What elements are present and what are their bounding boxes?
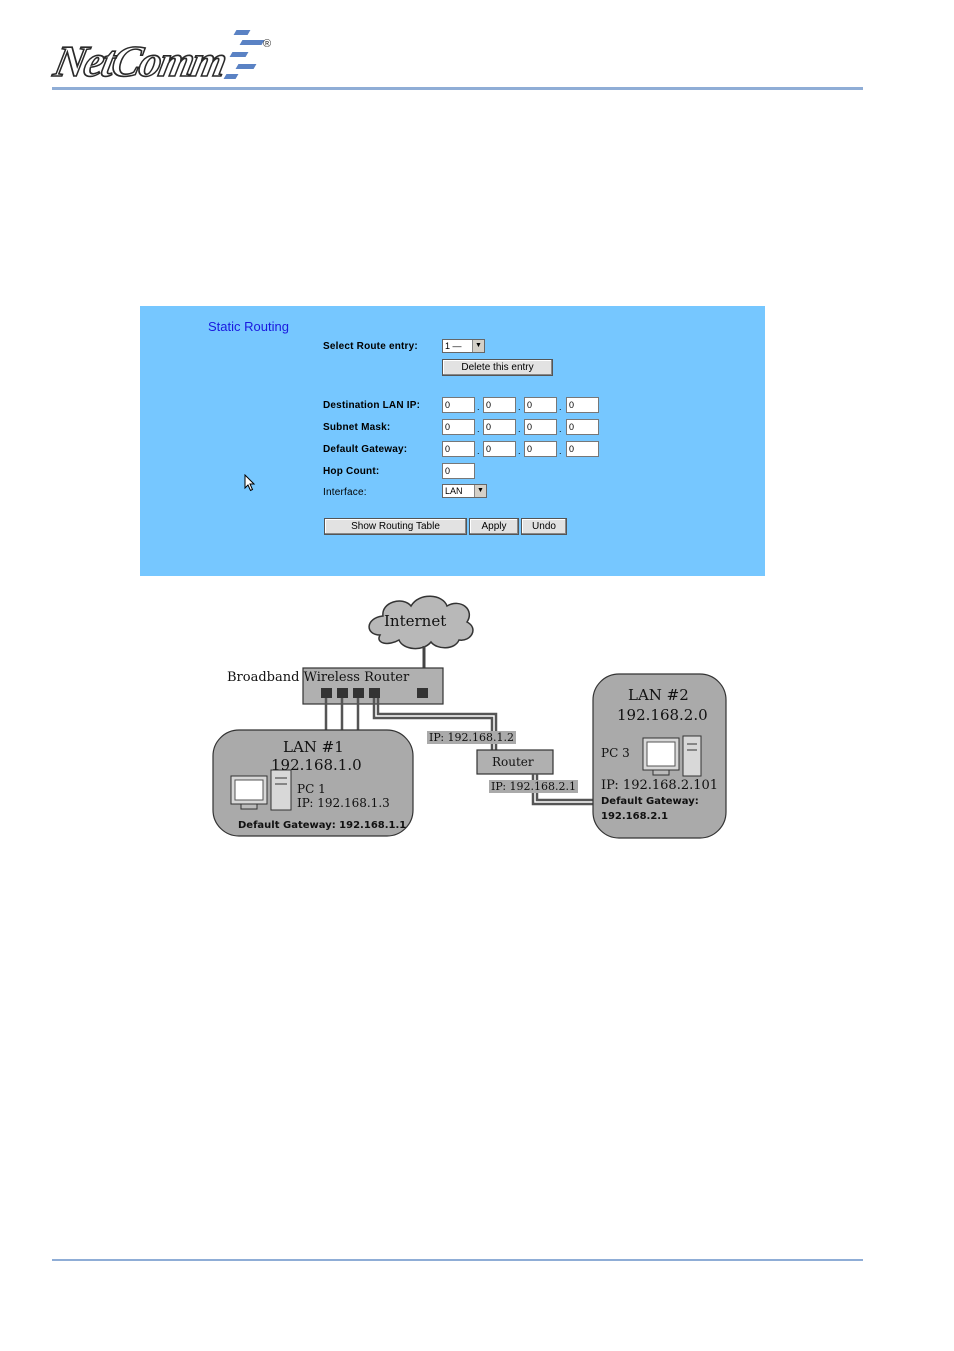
chevron-down-icon: ▼ bbox=[474, 485, 486, 497]
netcomm-logo: NetComm ® bbox=[49, 28, 285, 88]
lan1-default-gateway: Default Gateway: 192.168.1.1 bbox=[238, 820, 407, 831]
interface-value: LAN bbox=[445, 486, 463, 496]
logo-dash bbox=[233, 30, 251, 35]
octet-separator: . bbox=[518, 446, 521, 456]
pc1-icon bbox=[230, 769, 292, 811]
gateway-octet-2[interactable]: 0 bbox=[483, 441, 516, 457]
internet-label: Internet bbox=[384, 612, 447, 630]
footer-rule bbox=[52, 1259, 863, 1261]
destination-ip-octet-1[interactable]: 0 bbox=[442, 397, 475, 413]
broadband-router-label: Broadband Wireless Router bbox=[227, 670, 410, 685]
chevron-down-icon: ▼ bbox=[472, 340, 484, 352]
gateway-octet-1[interactable]: 0 bbox=[442, 441, 475, 457]
pc3-ip: IP: 192.168.2.101 bbox=[601, 778, 719, 793]
octet-separator: . bbox=[559, 402, 562, 412]
default-gateway-label: Default Gateway: bbox=[323, 444, 408, 455]
show-routing-table-button[interactable]: Show Routing Table bbox=[324, 518, 467, 535]
interface-select[interactable]: LAN ▼ bbox=[442, 484, 487, 498]
hop-count-label: Hop Count: bbox=[323, 466, 380, 477]
header-rule bbox=[52, 87, 863, 90]
destination-ip-octet-3[interactable]: 0 bbox=[524, 397, 557, 413]
diagram-graphics bbox=[212, 595, 727, 839]
apply-button[interactable]: Apply bbox=[469, 518, 519, 535]
hop-count-input[interactable]: 0 bbox=[442, 463, 475, 479]
mouse-pointer-icon bbox=[244, 474, 256, 492]
lan2-title: LAN #2 bbox=[628, 686, 689, 704]
pc3-icon bbox=[642, 735, 702, 777]
route-entry-select[interactable]: 1 — ▼ bbox=[442, 339, 485, 353]
destination-lan-ip-label: Destination LAN IP: bbox=[323, 400, 421, 411]
subnet-mask-octet-2[interactable]: 0 bbox=[483, 419, 516, 435]
octet-separator: . bbox=[477, 446, 480, 456]
subnet-mask-label: Subnet Mask: bbox=[323, 422, 391, 433]
router-box bbox=[476, 749, 554, 775]
router-label: Router bbox=[492, 755, 534, 769]
registered-mark: ® bbox=[263, 38, 272, 50]
route-entry-value: 1 — bbox=[445, 341, 462, 351]
pc3-name: PC 3 bbox=[601, 746, 630, 760]
logo-dash bbox=[239, 40, 265, 45]
subnet-mask-octet-4[interactable]: 0 bbox=[566, 419, 599, 435]
panel-title: Static Routing bbox=[208, 319, 289, 334]
lan2-network: 192.168.2.0 bbox=[617, 706, 708, 724]
lan1-area bbox=[212, 729, 414, 837]
internet-cloud-icon bbox=[368, 595, 474, 650]
link2-ip-label: IP: 192.168.2.1 bbox=[489, 780, 579, 793]
delete-entry-button[interactable]: Delete this entry bbox=[442, 359, 553, 376]
octet-separator: . bbox=[518, 424, 521, 434]
interface-label: Interface: bbox=[323, 487, 367, 498]
static-routing-panel: Static Routing Select Route entry: 1 — ▼… bbox=[140, 306, 765, 576]
logo-dash bbox=[223, 74, 239, 79]
lan2-gateway-value: 192.168.2.1 bbox=[601, 811, 669, 822]
logo-wordmark: NetComm bbox=[49, 36, 230, 87]
undo-button[interactable]: Undo bbox=[521, 518, 567, 535]
logo-dash bbox=[229, 52, 249, 57]
network-diagram: Internet Broadband Wireless Router LAN #… bbox=[205, 590, 730, 845]
octet-separator: . bbox=[477, 424, 480, 434]
octet-separator: . bbox=[559, 424, 562, 434]
pc1-ip: IP: 192.168.1.3 bbox=[297, 796, 390, 810]
gateway-octet-4[interactable]: 0 bbox=[566, 441, 599, 457]
logo-dash bbox=[235, 64, 257, 69]
lan1-title: LAN #1 bbox=[283, 738, 344, 756]
pc1-name: PC 1 bbox=[297, 782, 326, 796]
gateway-octet-3[interactable]: 0 bbox=[524, 441, 557, 457]
subnet-mask-octet-1[interactable]: 0 bbox=[442, 419, 475, 435]
octet-separator: . bbox=[518, 402, 521, 412]
lan1-network: 192.168.1.0 bbox=[271, 756, 362, 774]
subnet-mask-octet-3[interactable]: 0 bbox=[524, 419, 557, 435]
octet-separator: . bbox=[477, 402, 480, 412]
link1-ip-label: IP: 192.168.1.2 bbox=[427, 731, 517, 744]
select-route-label: Select Route entry: bbox=[323, 341, 418, 352]
lan2-gateway-label: Default Gateway: bbox=[601, 796, 699, 807]
router-ports bbox=[321, 688, 428, 698]
octet-separator: . bbox=[559, 446, 562, 456]
destination-ip-octet-4[interactable]: 0 bbox=[566, 397, 599, 413]
destination-ip-octet-2[interactable]: 0 bbox=[483, 397, 516, 413]
